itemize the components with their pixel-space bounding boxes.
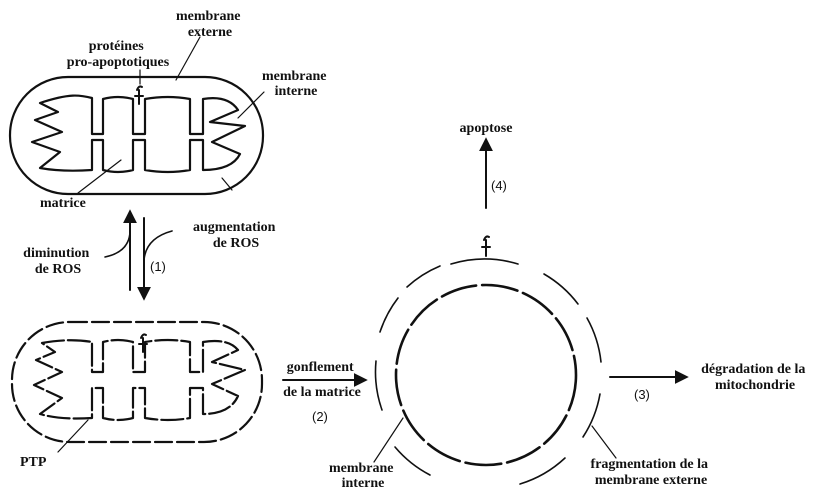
fragment-bottom-right: [520, 458, 565, 484]
equilibrium-arrows-step1: [105, 212, 172, 298]
label-fragmentation-membrane-externe: fragmentation de la membrane externe: [591, 457, 712, 488]
mitochondrion-intact: [10, 77, 263, 194]
inner-membrane-swollen: [396, 285, 576, 465]
pro-apoptotic-protein-mark: [135, 86, 143, 104]
label-ptp: PTP: [20, 455, 47, 470]
leader-outer-matrix: [222, 178, 232, 190]
fragment-left-upper: [380, 298, 398, 332]
leader-membrane-interne-bottom: [374, 418, 403, 462]
outer-membrane-ptp: [12, 322, 262, 442]
fragment-bottom-left: [395, 447, 430, 475]
label-step-3: (3): [634, 387, 650, 402]
pro-apoptotic-protein-mark-swollen: [482, 236, 490, 256]
fragment-upper-right: [544, 274, 578, 304]
label-augmentation-de-ros: augmentation de ROS: [193, 220, 279, 251]
fragment-upper-left: [407, 266, 440, 287]
leader-membrane-externe: [176, 37, 200, 80]
label-membrane-interne-bottom: membrane interne: [329, 461, 397, 490]
leader-ptp: [58, 420, 88, 452]
fragment-left-lower: [375, 361, 382, 410]
fragment-right-lower: [583, 394, 600, 437]
ros-increase-curve: [144, 231, 172, 260]
label-membrane-interne-top: membrane interne: [262, 69, 330, 99]
label-membrane-externe: membrane externe: [176, 9, 244, 40]
label-degradation-de-la-mitochondrie: dégradation de la mitochondrie: [701, 362, 809, 393]
fragment-top: [451, 259, 518, 264]
leader-matrice: [78, 160, 121, 193]
label-apoptose: apoptose: [460, 121, 513, 136]
label-diminution-de-ros: diminution de ROS: [23, 246, 93, 277]
mitochondrion-ptp: [12, 322, 262, 442]
label-step-2: (2): [312, 409, 328, 424]
inner-membrane-intact: [32, 96, 245, 172]
label-matrice: matrice: [40, 196, 86, 211]
outer-membrane-fragments: [375, 259, 601, 484]
leader-fragmentation: [592, 426, 616, 458]
label-proteines-pro-apoptotiques: protéines pro-apoptotiques: [67, 39, 170, 70]
swollen-mitochondrion: [375, 236, 601, 484]
label-step-4: (4): [491, 178, 507, 193]
fragment-right-upper: [587, 318, 601, 362]
label-step-1: (1): [150, 259, 166, 274]
ros-decrease-curve: [105, 232, 130, 257]
inner-membrane-ptp: [34, 340, 245, 420]
